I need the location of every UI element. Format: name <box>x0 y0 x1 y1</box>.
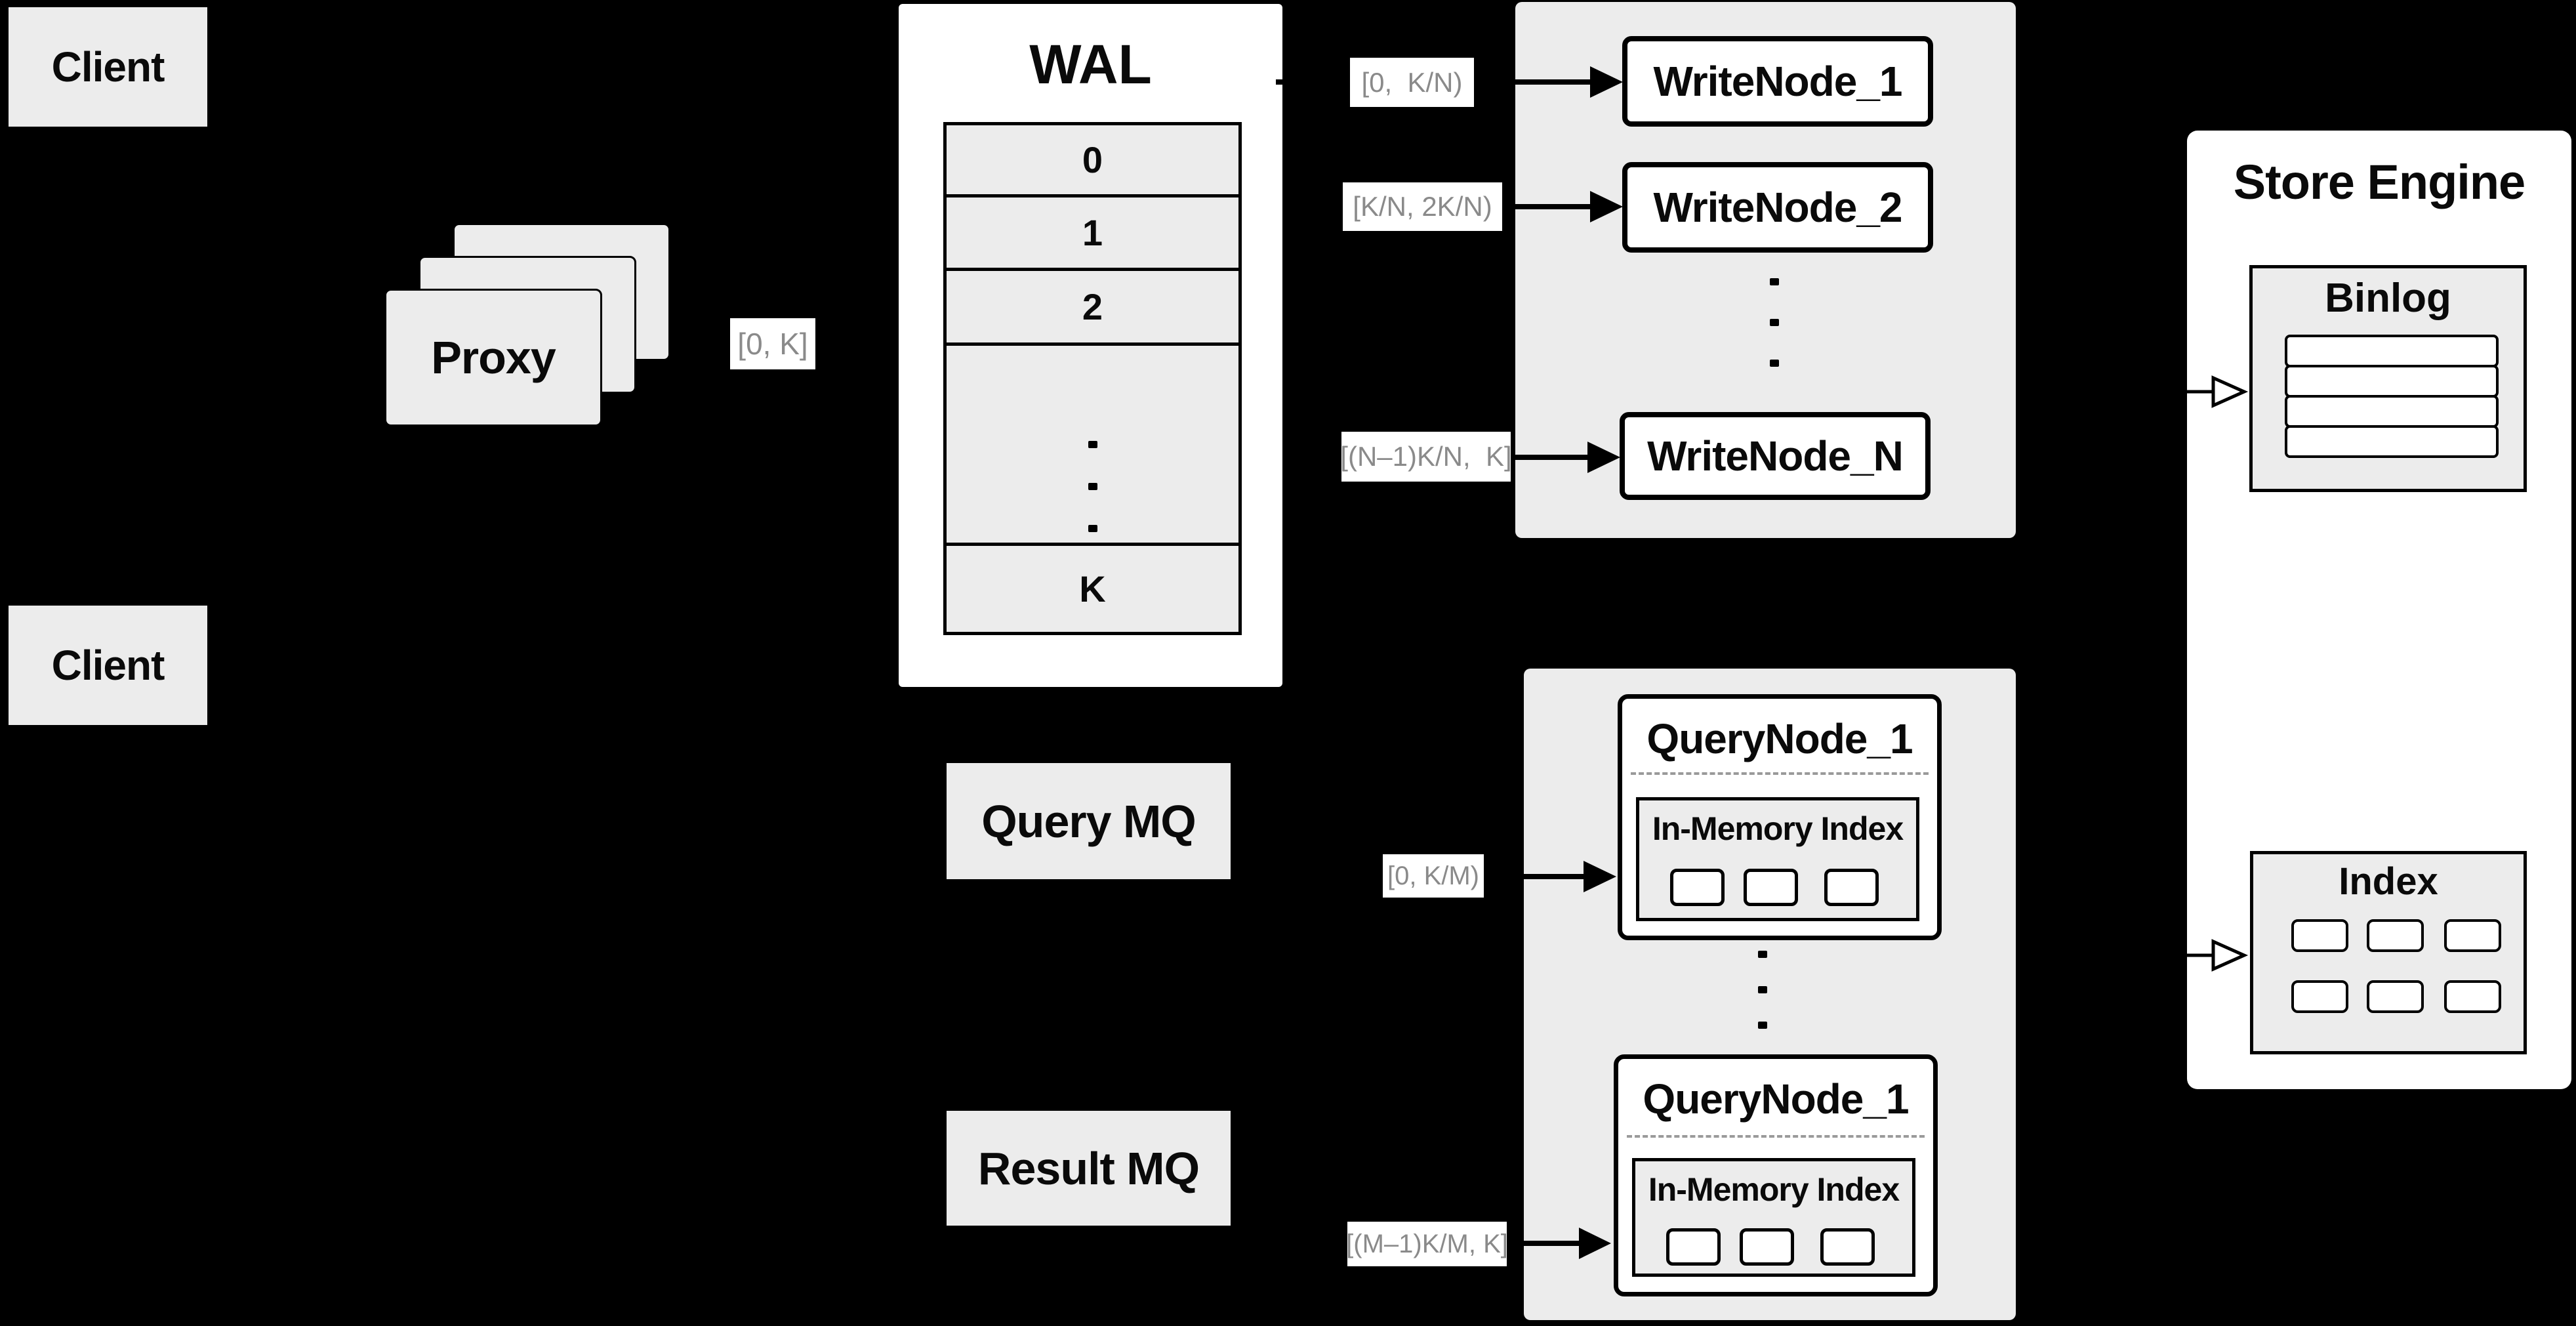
wal-ellipsis-row <box>947 346 1238 546</box>
proxy-card-front: Proxy <box>384 289 602 426</box>
index-segment <box>1820 1228 1875 1266</box>
index-title: Index <box>2339 860 2438 903</box>
dot <box>1770 278 1779 285</box>
index-segment <box>1744 869 1798 906</box>
store-engine-panel: Store Engine Binlog Index <box>2187 131 2571 1089</box>
query-node-title: QueryNode_1 <box>1643 1075 1909 1123</box>
binlog-row <box>2285 365 2499 398</box>
wal-segment-label: 0 <box>1082 139 1103 180</box>
wal-segment-table: 0 1 2 K <box>943 122 1242 635</box>
wal-segment-row: K <box>947 546 1238 632</box>
dashed-divider <box>1627 1135 1925 1138</box>
index-segment <box>1740 1228 1794 1266</box>
query-mq-box: Query MQ <box>947 763 1231 879</box>
wal-title: WAL <box>1029 33 1152 95</box>
query-node-title: QueryNode_1 <box>1646 715 1913 762</box>
range-text: [(N–1)K/N, K] <box>1340 441 1512 472</box>
index-box: Index <box>2250 851 2527 1054</box>
binlog-row <box>2285 335 2499 367</box>
ellipsis-dots <box>1770 278 1779 367</box>
index-segment <box>1824 869 1879 906</box>
dot <box>1088 525 1097 532</box>
index-segment <box>2291 980 2348 1013</box>
write-node-label: WriteNode_2 <box>1653 184 1902 231</box>
in-memory-index-title: In-Memory Index <box>1652 810 1904 847</box>
write-node-1: WriteNode_1 <box>1622 36 1933 127</box>
write-node-n: WriteNode_N <box>1620 412 1931 500</box>
ellipsis-dots <box>1088 441 1097 532</box>
query-node-1: QueryNode_1 In-Memory Index <box>1618 694 1942 940</box>
binlog-row <box>2285 395 2499 428</box>
wal-segment-label: K <box>1079 568 1106 610</box>
query-node-cluster: QueryNode_1 In-Memory Index QueryNode_1 … <box>1524 669 2016 1320</box>
write-node-label: WriteNode_N <box>1647 432 1904 480</box>
binlog-title: Binlog <box>2325 276 2451 321</box>
dot <box>1758 1022 1767 1029</box>
index-segment <box>1666 1228 1721 1266</box>
query-node-2: QueryNode_1 In-Memory Index <box>1614 1054 1938 1296</box>
in-memory-index-title: In-Memory Index <box>1648 1171 1900 1208</box>
dot <box>1758 951 1767 958</box>
wal-segment-row: 0 <box>947 125 1238 197</box>
index-segment <box>2367 919 2424 952</box>
write-node-cluster: WriteNode_1 WriteNode_2 WriteNode_N <box>1515 2 2016 538</box>
wal-segment-label: 2 <box>1082 286 1103 327</box>
dot <box>1770 319 1779 326</box>
range-label-querynode-1: [0, K/M) <box>1383 854 1484 898</box>
wal-segment-row: 2 <box>947 271 1238 346</box>
ellipsis-dots <box>1758 951 1767 1029</box>
wal-panel: WAL 0 1 2 K <box>899 4 1282 687</box>
range-text: [K/N, 2K/N) <box>1353 191 1492 222</box>
range-text: [(M–1)K/M, K] <box>1346 1229 1508 1258</box>
client-box-bottom: Client <box>7 604 209 727</box>
range-label-querynode-2: [(M–1)K/M, K] <box>1346 1222 1508 1266</box>
range-text: [0, K] <box>737 327 808 361</box>
range-label-writenode-n: [(N–1)K/N, K] <box>1340 432 1512 482</box>
range-text: [0, K/N) <box>1361 66 1463 98</box>
proxy-label: Proxy <box>431 332 556 383</box>
range-label-proxy: [0, K] <box>730 318 815 369</box>
index-segment <box>2367 980 2424 1013</box>
write-node-label: WriteNode_1 <box>1653 58 1902 105</box>
range-label-writenode-1: [0, K/N) <box>1350 58 1474 107</box>
index-segment <box>2444 919 2501 952</box>
binlog-box: Binlog <box>2249 265 2527 492</box>
range-label-writenode-2: [K/N, 2K/N) <box>1343 182 1502 231</box>
in-memory-index-box: In-Memory Index <box>1632 1158 1915 1277</box>
index-segment <box>1670 869 1725 906</box>
binlog-row <box>2285 425 2499 458</box>
wal-segment-row: 1 <box>947 197 1238 271</box>
dot <box>1088 441 1097 448</box>
client-label: Client <box>51 642 165 689</box>
binlog-rows <box>2285 335 2499 458</box>
client-label: Client <box>51 43 165 91</box>
dot <box>1770 360 1779 367</box>
index-segment <box>2291 919 2348 952</box>
query-mq-label: Query MQ <box>981 795 1196 847</box>
dashed-divider <box>1631 772 1929 775</box>
result-mq-box: Result MQ <box>947 1111 1231 1226</box>
store-engine-title: Store Engine <box>2233 155 2525 209</box>
dot <box>1758 986 1767 993</box>
wal-segment-label: 1 <box>1082 212 1103 253</box>
range-text: [0, K/M) <box>1387 861 1480 890</box>
in-memory-index-box: In-Memory Index <box>1636 797 1919 921</box>
write-node-2: WriteNode_2 <box>1622 162 1933 253</box>
dot <box>1088 483 1097 490</box>
client-box-top: Client <box>7 5 209 129</box>
result-mq-label: Result MQ <box>977 1142 1200 1194</box>
index-segment <box>2444 980 2501 1013</box>
